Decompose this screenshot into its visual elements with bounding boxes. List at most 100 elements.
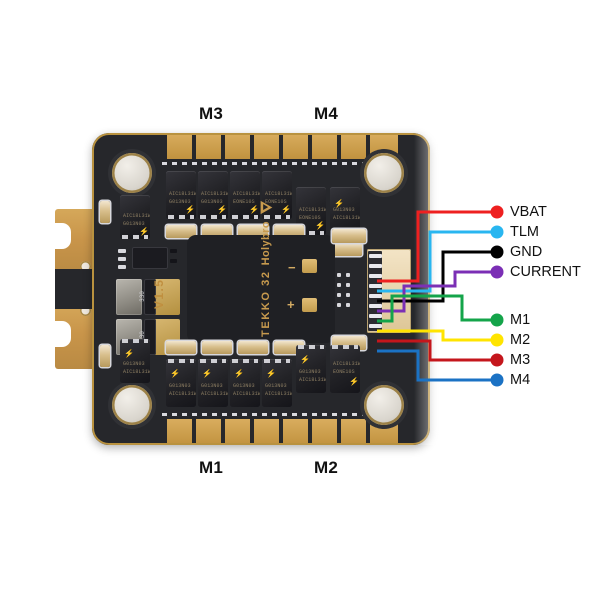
capacitor-1 (116, 279, 142, 315)
mounting-hole-bottom-left (112, 385, 152, 425)
connector-pin-5 (369, 294, 382, 298)
dot-gnd (490, 245, 504, 259)
connector-pin-2 (369, 264, 382, 268)
mosfet-top-1: AIC18L31W G013N03 ⚡ (166, 171, 196, 219)
connector-pin-3 (369, 274, 382, 278)
legend-label-m3: M3 (510, 352, 531, 368)
dot-m4 (490, 373, 504, 387)
model-label: TEKKO 32 (260, 270, 272, 337)
pcb-body: AIC18L31W G013N03 ⚡ AIC18L31W G013N03 ⚡ … (92, 133, 430, 445)
connector-pin-1 (369, 254, 382, 258)
smd-top-4 (274, 225, 304, 238)
smd-cap-left-top (100, 201, 110, 223)
smd-top-2 (202, 225, 232, 238)
capacitor-2 (154, 279, 180, 315)
dot-current (490, 265, 504, 279)
pin-header (337, 273, 354, 313)
smd-top-1 (166, 225, 196, 238)
cap-label-box-1 (144, 279, 156, 315)
legend-label-vbat: VBAT (510, 204, 547, 220)
solder-hole-negative (80, 261, 91, 272)
pad-bottom-4 (254, 419, 279, 445)
smd-near-connector-top (332, 229, 366, 243)
solder-hole-positive (80, 305, 91, 316)
legend-label-current: CURRENT (510, 264, 581, 280)
pad-bottom-1 (167, 419, 192, 445)
smd-bottom-2 (202, 341, 232, 354)
mosfet-bottom-3: G013N03 AIC18L31W ⚡ (230, 359, 260, 407)
pad-top-4 (254, 133, 279, 159)
pad-notch-bottom (54, 321, 71, 347)
mosfet-top-4: AIC18L31W EONE10S ⚡ (262, 171, 292, 219)
legend-label-m1: M1 (510, 312, 531, 328)
mosfet-bottom-4: G013N03 AIC18L31W ⚡ (262, 359, 292, 407)
silkscreen-island (187, 235, 335, 343)
pad-bottom-6 (312, 419, 337, 445)
smd-top-3 (238, 225, 268, 238)
holybro-logo-icon (259, 199, 274, 216)
mosfet-bottom-6: AIC18L31W EONE10S ⚡ (330, 345, 360, 393)
pad-bottom-7 (341, 419, 366, 445)
dot-m2 (490, 333, 504, 347)
pad-top-3 (225, 133, 250, 159)
edge-trace-top (162, 162, 402, 165)
brand-silkscreen: TEKKO 32 Holybro (220, 200, 312, 337)
mosfet-top-6: G013N03 AIC18L31W ⚡ (330, 187, 360, 235)
pad-top-5 (283, 133, 308, 159)
edge-trace-bottom (162, 413, 402, 416)
island-mark-positive: + (287, 297, 295, 312)
island-pad-positive (302, 298, 317, 312)
esc-board: − + (54, 133, 430, 445)
smd-cap-left-bottom (100, 345, 110, 367)
brand-label: Holybro (260, 221, 272, 266)
connector-pin-4 (369, 284, 382, 288)
resistor-2 (118, 257, 126, 261)
connector-pin-8 (369, 324, 382, 328)
cap-value-1: 330 (138, 291, 146, 302)
ic-chip-left (132, 247, 168, 269)
dot-m1 (490, 313, 504, 327)
connector-lip (368, 251, 382, 331)
connector-pin-7 (369, 314, 382, 318)
connector-pin-6 (369, 304, 382, 308)
passive-2 (170, 259, 177, 263)
board-version-label: V1.5 (152, 278, 166, 309)
smd-bottom-1 (166, 341, 196, 354)
pad-bottom-3 (225, 419, 250, 445)
mosfet-left-bottom: G013N03 AIC18L31W ⚡ (120, 339, 150, 383)
pad-top-1 (167, 133, 192, 159)
dot-tlm (490, 225, 504, 239)
resistor-3 (118, 265, 126, 269)
pad-bottom-5 (283, 419, 308, 445)
mosfet-top-3: AIC18L31W EONE10S ⚡ (230, 171, 260, 219)
mosfet-bottom-5: G013N03 AIC18L31W ⚡ (296, 345, 326, 393)
smd-bottom-3 (238, 341, 268, 354)
resistor-1 (118, 249, 126, 253)
board-edge-fade (414, 133, 470, 445)
mounting-hole-top-right (364, 153, 404, 193)
dot-vbat (490, 205, 504, 219)
pad-top-6 (312, 133, 337, 159)
mosfet-left-top: AIC18L31W G013N03 ⚡ (120, 195, 150, 239)
motor-caption-m1: M1 (199, 458, 224, 477)
smd-top-5 (332, 243, 362, 256)
mosfet-bottom-2: G013N03 AIC18L31W ⚡ (198, 359, 228, 407)
legend-label-m2: M2 (510, 332, 531, 348)
pad-top-7 (341, 133, 366, 159)
motor-caption-m4: M4 (314, 104, 339, 123)
legend-label-gnd: GND (510, 244, 543, 260)
pad-notch-top (54, 223, 71, 249)
motor-caption-m2: M2 (314, 458, 339, 477)
mounting-hole-bottom-right (364, 385, 404, 425)
legend-label-m4: M4 (510, 372, 531, 388)
dot-m3 (490, 353, 504, 367)
pad-top-2 (196, 133, 221, 159)
motor-caption-m3: M3 (199, 104, 224, 123)
legend-label-tlm: TLM (510, 224, 539, 240)
island-mark-negative: − (288, 260, 296, 275)
pad-bottom-2 (196, 419, 221, 445)
passive-1 (170, 249, 177, 253)
mosfet-bottom-1: G013N03 AIC18L31W ⚡ (166, 359, 196, 407)
mounting-hole-top-left (112, 153, 152, 193)
